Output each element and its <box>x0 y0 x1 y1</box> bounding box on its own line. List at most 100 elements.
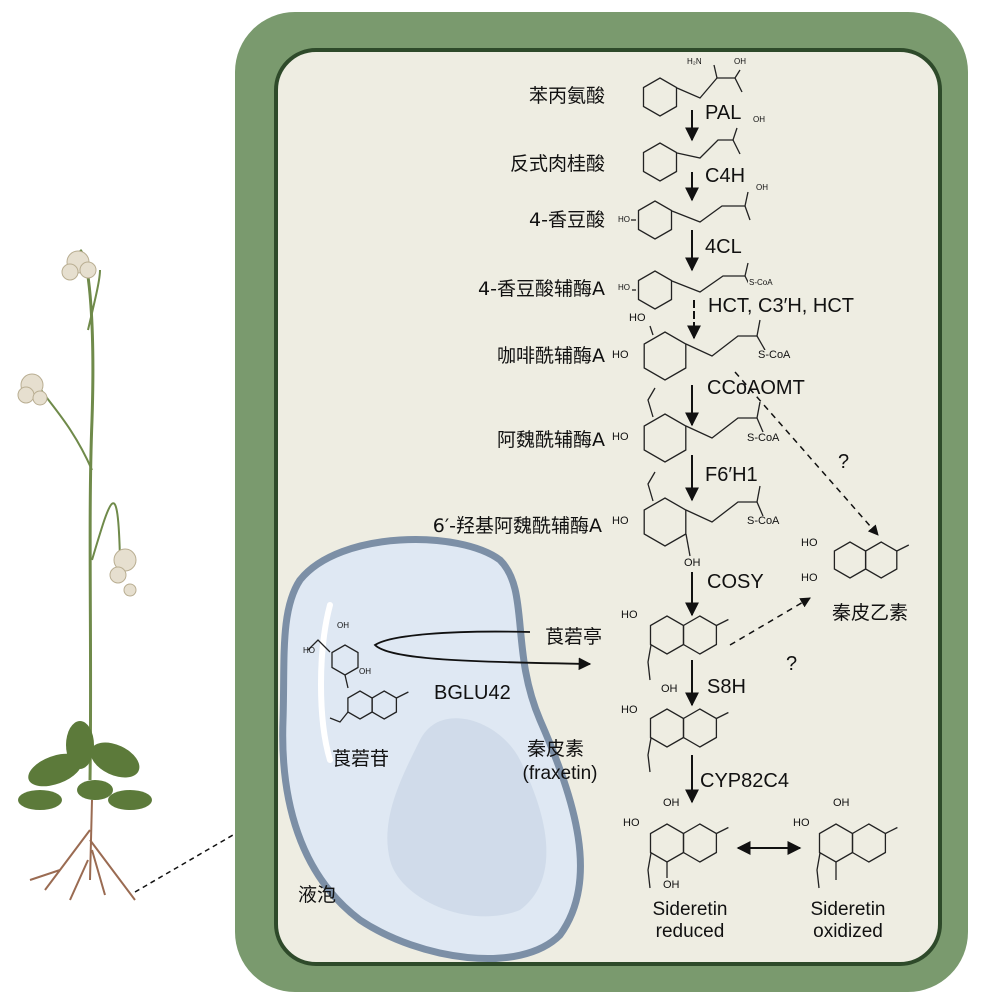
coumaroyl-ring <box>637 270 673 310</box>
enzyme-ccoaomt: CCoAOMT <box>707 377 805 399</box>
enzyme-cyp82c4: CYP82C4 <box>700 770 789 792</box>
label-caffeoyl-coa: 咖啡酰辅酶A <box>497 345 605 367</box>
methoxy-bond <box>647 737 652 773</box>
phenylalanine-ring <box>642 77 678 117</box>
enzyme-c4h: C4H <box>705 165 746 187</box>
atom-label: OH <box>733 57 747 66</box>
label-coumaric-acid: 4-香豆酸 <box>529 209 605 231</box>
label-sideretin-oxidized-2: oxidized <box>813 921 883 942</box>
thioester-bond <box>756 501 764 517</box>
atom-label: HO <box>617 283 631 292</box>
vacuole-shading <box>387 718 547 917</box>
arrow-unknown-scopoletin-esculetin <box>729 597 811 646</box>
atom-label: OH <box>337 621 349 630</box>
thioester-bond <box>756 417 764 433</box>
label-sideretin-reduced-1: Sideretin <box>652 899 728 920</box>
carbonyl-bond <box>744 205 751 221</box>
atom-label: OH <box>660 683 679 695</box>
atom-label: OH <box>832 797 851 809</box>
atom-label: OH <box>662 879 681 891</box>
enzyme-4cl: 4CL <box>705 236 742 258</box>
methoxy-bond <box>816 852 821 889</box>
cinnamic-chain <box>676 127 738 159</box>
methoxy-bond <box>647 471 656 502</box>
methoxy-bond <box>329 711 349 723</box>
label-scopolin: 莨菪苷 <box>332 748 390 770</box>
atom-label: OH <box>359 667 371 676</box>
methoxy-bond <box>647 387 656 418</box>
enzyme-hct-c3h: HCT, C3′H, HCT <box>708 295 854 317</box>
glycosidic-bond <box>344 674 349 689</box>
sideretin-reduced-carbonyl <box>716 826 729 835</box>
thioester-bond <box>756 335 766 351</box>
carbonyl-bond <box>734 77 743 93</box>
enzyme-pal: PAL <box>705 102 742 124</box>
label-coumaroyl-coa: 4-香豆酸辅酶A <box>478 278 605 300</box>
scopolin-coumarin-carbonyl <box>396 691 409 699</box>
arrow-bglu42 <box>373 630 592 671</box>
vacuole-highlight <box>318 602 333 763</box>
sideretin-oxidized-carbonyl <box>885 826 898 835</box>
arrow-unknown-esculetin <box>734 371 879 536</box>
coumaroyl-chain <box>671 262 749 293</box>
hydroxyl-bond <box>685 533 691 557</box>
label-sideretin-reduced-2: reduced <box>655 921 725 942</box>
label-phenylalanine: 苯丙氨酸 <box>528 85 605 107</box>
amino-bond <box>713 64 718 79</box>
atom-label: OH <box>683 557 702 569</box>
enzyme-cosy: COSY <box>707 571 764 593</box>
label-feruloyl-coa: 阿魏酰辅酶A <box>497 429 605 451</box>
atom-label: H₂N <box>686 57 703 66</box>
scopoletin-carbonyl <box>716 618 729 627</box>
unknown-step-mark: ? <box>786 653 798 675</box>
atom-label: HO <box>800 572 819 584</box>
atom-label: HO <box>611 515 630 527</box>
atom-label: S-CoA <box>757 349 792 361</box>
caffeoyl-ring <box>643 331 687 381</box>
zoom-indicator-line <box>134 834 234 893</box>
label-fraxetin-en: (fraxetin) <box>522 763 598 784</box>
label-hydroxyferuloyl-coa: 6′-羟基阿魏酰辅酶A <box>432 515 602 537</box>
atom-label: HO <box>303 646 315 655</box>
atom-label: HO <box>622 817 641 829</box>
hydroxymethyl-bond <box>307 639 331 653</box>
atom-label: OH <box>755 183 769 192</box>
coumaric-ring <box>637 200 673 240</box>
atom-label: HO <box>620 704 639 716</box>
fraxetin-carbonyl <box>716 711 729 720</box>
atom-label: HO <box>611 349 630 361</box>
coumaric-chain <box>671 191 749 223</box>
hydroxyferuloyl-ring <box>643 497 687 547</box>
hydroxyl-bond <box>649 325 654 336</box>
enzyme-f6h1: F6′H1 <box>705 464 758 486</box>
atom-label: S-CoA <box>746 432 781 444</box>
carbonyl-bond <box>732 139 741 155</box>
cinnamic-ring <box>642 142 678 182</box>
arabidopsis-plant-illustration <box>17 248 152 901</box>
atom-label: HO <box>628 312 647 324</box>
hydroxyferuloyl-chain <box>685 485 761 523</box>
label-cinnamic-acid: 反式肉桂酸 <box>509 153 605 175</box>
atom-label: OH <box>662 797 681 809</box>
feruloyl-chain <box>685 401 761 439</box>
atom-label: HO <box>611 431 630 443</box>
enzyme-bglu42: BGLU42 <box>434 682 511 704</box>
caffeoyl-chain <box>685 319 761 357</box>
atom-label: HO <box>620 609 639 621</box>
reaction-arrows <box>373 110 879 855</box>
esculetin-carbonyl <box>896 544 910 552</box>
atom-label: HO <box>617 215 631 224</box>
atom-label: HO <box>800 537 819 549</box>
enzyme-s8h: S8H <box>707 676 746 698</box>
label-esculetin: 秦皮乙素 <box>832 602 909 624</box>
atom-label: S-CoA <box>748 278 774 287</box>
label-vacuole: 液泡 <box>298 884 337 906</box>
methoxy-bond <box>647 852 652 889</box>
label-scopoletin: 莨菪亭 <box>545 626 603 648</box>
chemical-structures <box>307 64 910 889</box>
atom-label: S-CoA <box>746 515 781 527</box>
unknown-step-mark: ? <box>838 451 850 473</box>
label-fraxetin-cn: 秦皮素 <box>527 738 585 760</box>
